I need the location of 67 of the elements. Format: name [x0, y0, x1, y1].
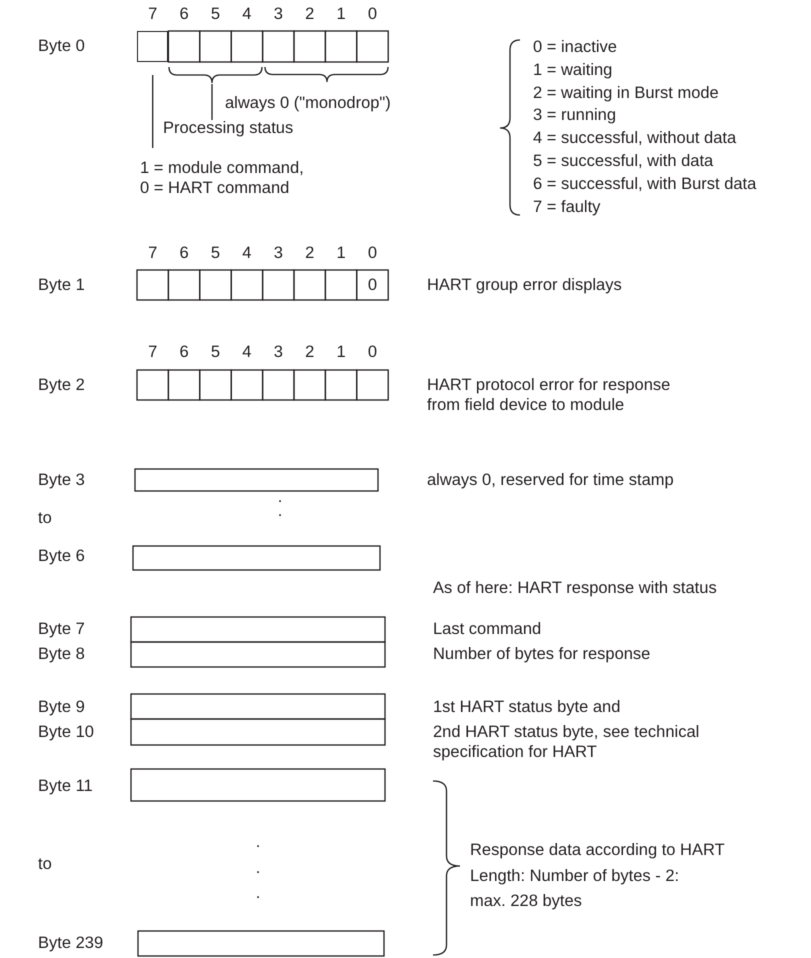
description-text: max. 228 bytes	[470, 891, 582, 911]
description-text: HART protocol error for response from field device to module	[427, 375, 672, 415]
byte-label: Byte 1	[38, 275, 85, 295]
byte-label: Byte 11	[38, 776, 93, 796]
description-text: Length: Number of bytes - 2:	[470, 866, 680, 886]
bit-number: 7	[148, 243, 158, 263]
description-text: Response data according to HART	[470, 840, 725, 860]
bit-number: 5	[210, 4, 220, 24]
bit-number: 0	[368, 243, 378, 263]
brace	[168, 66, 263, 84]
byte-label: to	[38, 508, 52, 528]
status-value-text: 6 = successful, with Burst data	[533, 174, 756, 194]
bit-number: 2	[304, 4, 315, 24]
byte-label: Byte 8	[38, 644, 85, 664]
bit-number: 6	[179, 4, 190, 24]
status-value-text: 7 = faulty	[533, 196, 600, 217]
byte-label: Byte 9	[38, 697, 85, 717]
byte-label: Byte 10	[38, 722, 94, 742]
description-text: 1st HART status byte and	[433, 697, 620, 717]
description-text: always 0, reserved for time stamp	[427, 470, 674, 490]
bit-number: 4	[242, 243, 252, 263]
status-value-text: 1 = waiting	[533, 60, 612, 80]
bit-number: 5	[210, 342, 220, 362]
bit-number: 1	[336, 4, 346, 24]
bit-number: 1	[336, 342, 346, 362]
byte-label: Byte 0	[38, 36, 85, 56]
bit-number: 1	[336, 243, 346, 263]
description-text: Last command	[433, 619, 542, 639]
bit-value: 0	[368, 275, 378, 295]
bit-number: 5	[210, 243, 220, 263]
bit-number: 0	[368, 342, 378, 362]
ellipsis-dot: .	[254, 832, 262, 852]
description-text: HART group error displays	[427, 275, 622, 295]
annotation-text: always 0 ("monodrop")	[225, 93, 391, 113]
bit-number: 3	[273, 342, 284, 362]
bit-number: 2	[304, 342, 315, 362]
status-value-text: 4 = successful, without data	[533, 128, 736, 148]
bit-cell	[137, 31, 168, 62]
byte-label: Byte 6	[38, 546, 85, 566]
byte-label: Byte 2	[38, 375, 85, 395]
description-text: As of here: HART response with status	[433, 578, 717, 598]
status-value-text: 0 = inactive	[533, 37, 617, 57]
status-value-text: 5 = successful, with data	[533, 151, 714, 171]
ellipsis-dot: .	[254, 858, 262, 878]
status-value-text: 2 = waiting in Burst mode	[533, 82, 719, 103]
description-text: Number of bytes for response	[433, 644, 650, 664]
bit-number: 6	[179, 243, 190, 263]
bit-number: 0	[368, 4, 378, 24]
bit-number: 2	[304, 243, 315, 263]
bit-number: 7	[148, 4, 158, 24]
bit-number: 4	[242, 342, 252, 362]
byte-label: Byte 3	[38, 470, 85, 490]
ellipsis-dot: .	[254, 883, 262, 903]
bit-number: 6	[179, 342, 190, 362]
byte-label: Byte 7	[38, 619, 85, 639]
bit-number: 7	[148, 342, 158, 362]
leader-line	[211, 84, 213, 120]
bit-number: 3	[273, 4, 284, 24]
status-value-text: 3 = running	[533, 105, 616, 126]
description-text: 2nd HART status byte, see technical specification for HART	[433, 722, 700, 762]
bit-number: 3	[273, 243, 284, 263]
byte-label: to	[38, 854, 52, 874]
byte-label: Byte 239	[38, 933, 104, 953]
leader-line	[152, 75, 154, 148]
annotation-text: 1 = module command, 0 = HART command	[140, 158, 315, 198]
bit-number: 4	[242, 4, 252, 24]
description-text: Processing status	[163, 118, 294, 138]
